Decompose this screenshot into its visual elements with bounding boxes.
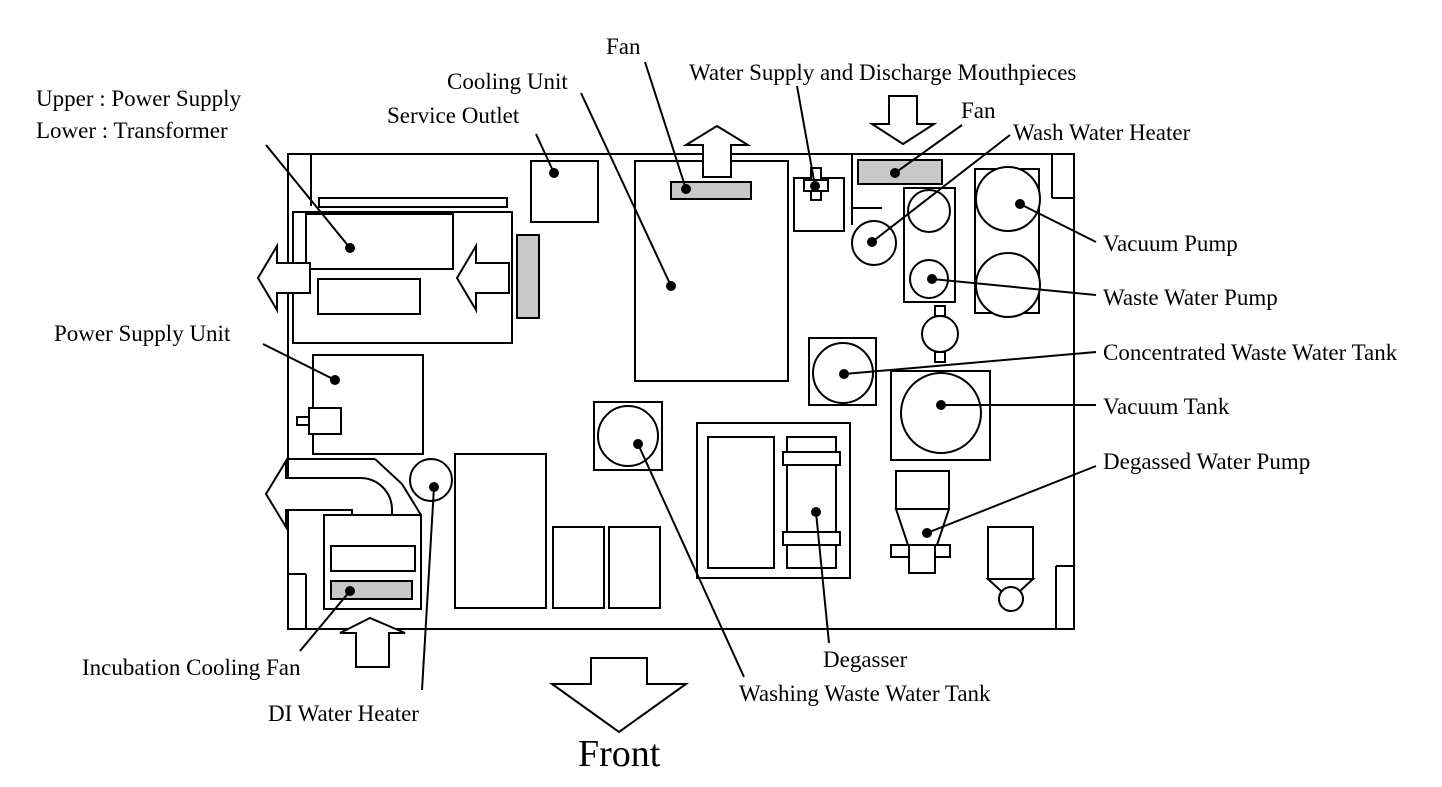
waste-water-pump-assembly — [903, 187, 956, 303]
label-fan-right: Fan — [961, 98, 996, 123]
power-supply-unit — [296, 354, 424, 455]
front-arrow — [548, 657, 690, 734]
label-incubation-cooling-fan: Incubation Cooling Fan — [82, 655, 301, 680]
label-waste-water-pump: Waste Water Pump — [1103, 285, 1278, 310]
exhaust-arrow-up — [682, 124, 752, 178]
label-power-supply-unit: Power Supply Unit — [54, 321, 231, 346]
label-degassed-water-pump: Degassed Water Pump — [1103, 449, 1310, 474]
bottom-boards — [454, 453, 661, 609]
exhaust-arrow-left — [256, 242, 311, 314]
intake-arrow-left — [455, 242, 510, 314]
label-wash-water-heater: Wash Water Heater — [1013, 120, 1191, 145]
di-water-heater — [409, 458, 453, 502]
label-concentrated-waste-tank: Concentrated Waste Water Tank — [1103, 340, 1398, 365]
degassed-water-pump — [890, 470, 951, 574]
service-outlet — [530, 160, 599, 223]
label-vacuum-tank: Vacuum Tank — [1103, 394, 1230, 419]
incubation-fan — [330, 580, 413, 600]
labels: Upper : Power Supply Lower : Transformer… — [36, 34, 1398, 775]
anchor-dots — [330, 168, 1025, 596]
label-water-mouthpieces: Water Supply and Discharge Mouthpieces — [689, 60, 1076, 85]
degasser — [696, 422, 851, 579]
vacuum-pump — [974, 166, 1041, 318]
power-transformer-block — [256, 197, 540, 344]
label-washing-waste-tank: Washing Waste Water Tank — [739, 681, 991, 706]
intake-arrow-down — [868, 95, 938, 146]
label-di-water-heater: DI Water Heater — [268, 701, 419, 726]
cooling-unit-fan — [670, 181, 752, 200]
vacuum-tank — [890, 370, 991, 461]
label-front: Front — [578, 733, 661, 775]
leader-lines — [262, 61, 1097, 691]
label-lower-transformer: Lower : Transformer — [36, 118, 228, 143]
label-upper-power-supply: Upper : Power Supply — [36, 86, 242, 111]
label-cooling-unit: Cooling Unit — [447, 69, 568, 94]
label-service-outlet: Service Outlet — [387, 103, 520, 128]
label-degasser: Degasser — [823, 647, 908, 672]
washing-waste-water-tank — [593, 401, 663, 471]
label-vacuum-pump: Vacuum Pump — [1103, 231, 1238, 256]
small-pump — [921, 305, 959, 363]
cooling-unit — [634, 124, 789, 382]
right-fan — [857, 159, 943, 185]
bottom-right-component — [985, 526, 1036, 612]
intake-arrow-up — [339, 616, 406, 668]
right-fan-area — [851, 95, 943, 225]
water-mouthpieces — [793, 167, 845, 232]
label-fan-top: Fan — [606, 34, 641, 59]
incubation-cooling-fan-assembly — [264, 457, 422, 668]
